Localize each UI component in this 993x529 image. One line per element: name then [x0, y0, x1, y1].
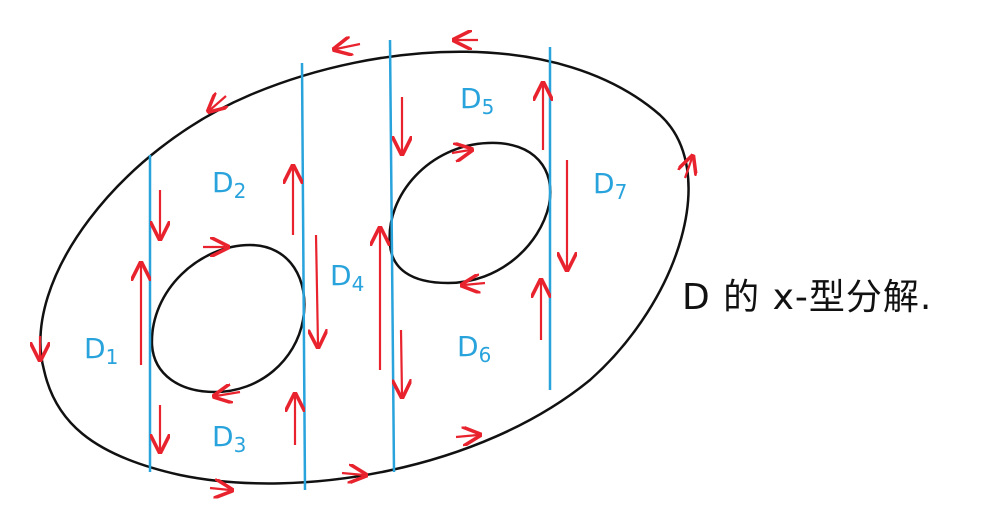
arrow	[464, 283, 486, 285]
region-label-d1: D1	[84, 332, 118, 369]
region-label-d7: D7	[593, 167, 627, 204]
arrow	[401, 329, 402, 395]
arrow	[216, 392, 241, 396]
arrow	[685, 158, 692, 179]
region-label-d5: D5	[460, 82, 494, 119]
region-label-d2: D2	[212, 166, 246, 203]
cut-line-3	[388, 39, 396, 473]
arrow	[341, 473, 364, 475]
outer-boundary	[39, 50, 690, 485]
arrow	[209, 488, 230, 490]
arrow	[210, 96, 226, 110]
region-label-d3: D3	[212, 420, 246, 457]
left-hole-boundary	[150, 243, 306, 394]
arrow	[451, 150, 470, 153]
arrow	[316, 234, 318, 345]
region-label-d4: D4	[330, 259, 364, 296]
cut-line-2	[300, 62, 307, 491]
arrow	[455, 435, 478, 437]
region-label-d6: D6	[457, 330, 491, 367]
right-hole-boundary	[388, 141, 552, 285]
arrow	[336, 44, 361, 49]
diagram-caption: D 的 x-型分解.	[682, 277, 933, 318]
